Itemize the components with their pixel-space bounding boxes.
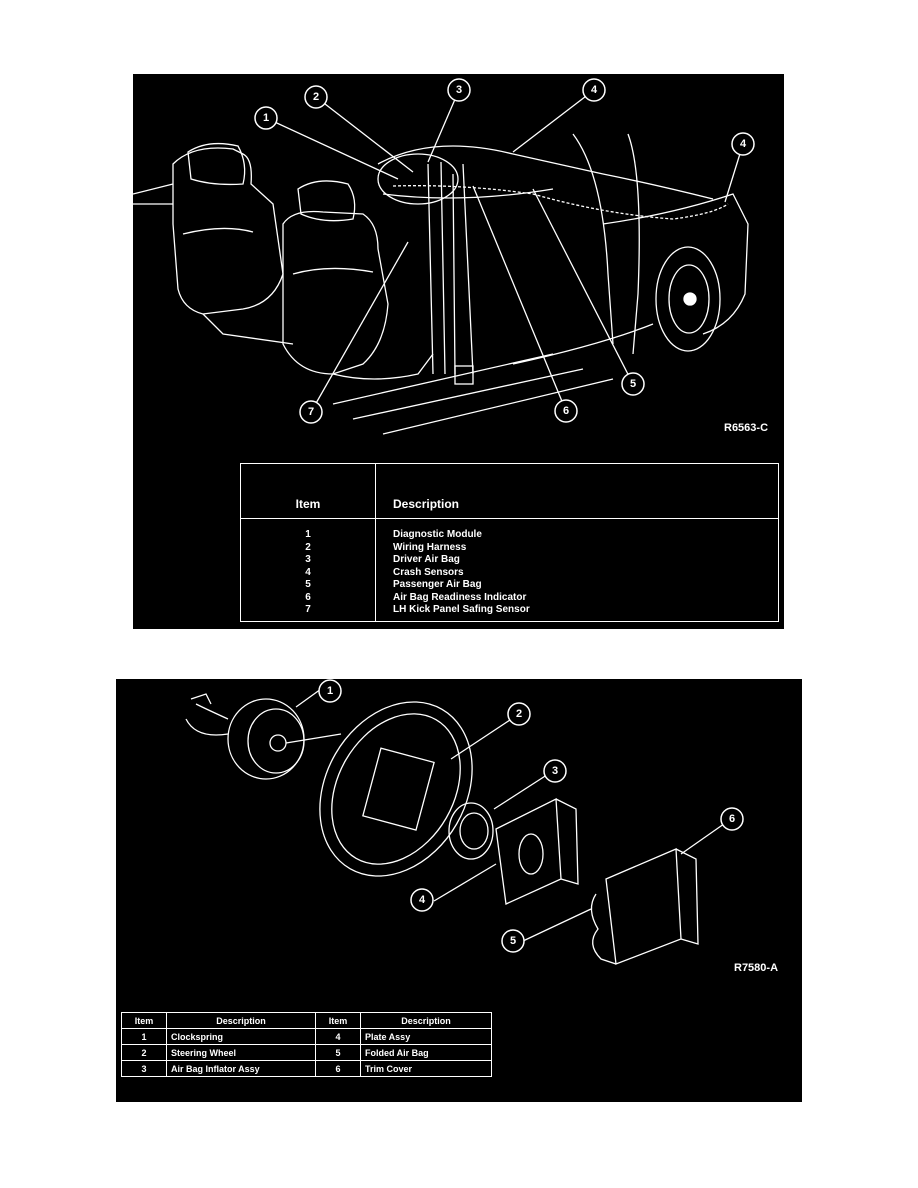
exploded-airbag-illustration: 1 2 3 4 5 6 xyxy=(185,679,744,965)
callout-6: 6 xyxy=(729,813,735,825)
table-row: 3 Air Bag Inflator Assy 6 Trim Cover xyxy=(121,1060,492,1077)
vehicle-airbag-system-figure: 1 2 3 4 4 5 6 7 R6563-C Item Description… xyxy=(133,74,784,629)
callout-3: 3 xyxy=(552,765,558,777)
figure-code: R6563-C xyxy=(724,422,769,434)
vehicle-interior-illustration: 1 2 3 4 4 5 6 7 xyxy=(133,78,755,435)
steering-wheel-airbag-figure: 1 2 3 4 5 6 R7580-A Item Description Ite… xyxy=(116,679,802,1102)
figure-code: R7580-A xyxy=(734,962,779,974)
callout-7: 7 xyxy=(308,406,314,418)
callout-5: 5 xyxy=(510,935,516,947)
table-row: 1 Clockspring 4 Plate Assy xyxy=(121,1028,492,1045)
callout-1: 1 xyxy=(327,685,333,697)
column-header-item: Item xyxy=(295,497,321,511)
callout-2: 2 xyxy=(516,708,522,720)
callout-4: 4 xyxy=(419,894,426,906)
table-header-row: Item Description Item Description xyxy=(121,1012,492,1029)
callout-5: 5 xyxy=(630,378,636,390)
figure-caption-code: TR7580A xyxy=(441,1088,489,1100)
callout-3: 3 xyxy=(456,84,462,96)
callout-4b: 4 xyxy=(740,138,747,150)
callout-6: 6 xyxy=(563,405,569,417)
component-legend-table: Item Description Item Description 1 Cloc… xyxy=(121,1012,492,1077)
callout-4a: 4 xyxy=(591,84,598,96)
table-row: 2 Steering Wheel 5 Folded Air Bag xyxy=(121,1044,492,1061)
column-header-description: Description xyxy=(393,497,460,511)
callout-2: 2 xyxy=(313,91,319,103)
callout-1: 1 xyxy=(263,112,269,124)
